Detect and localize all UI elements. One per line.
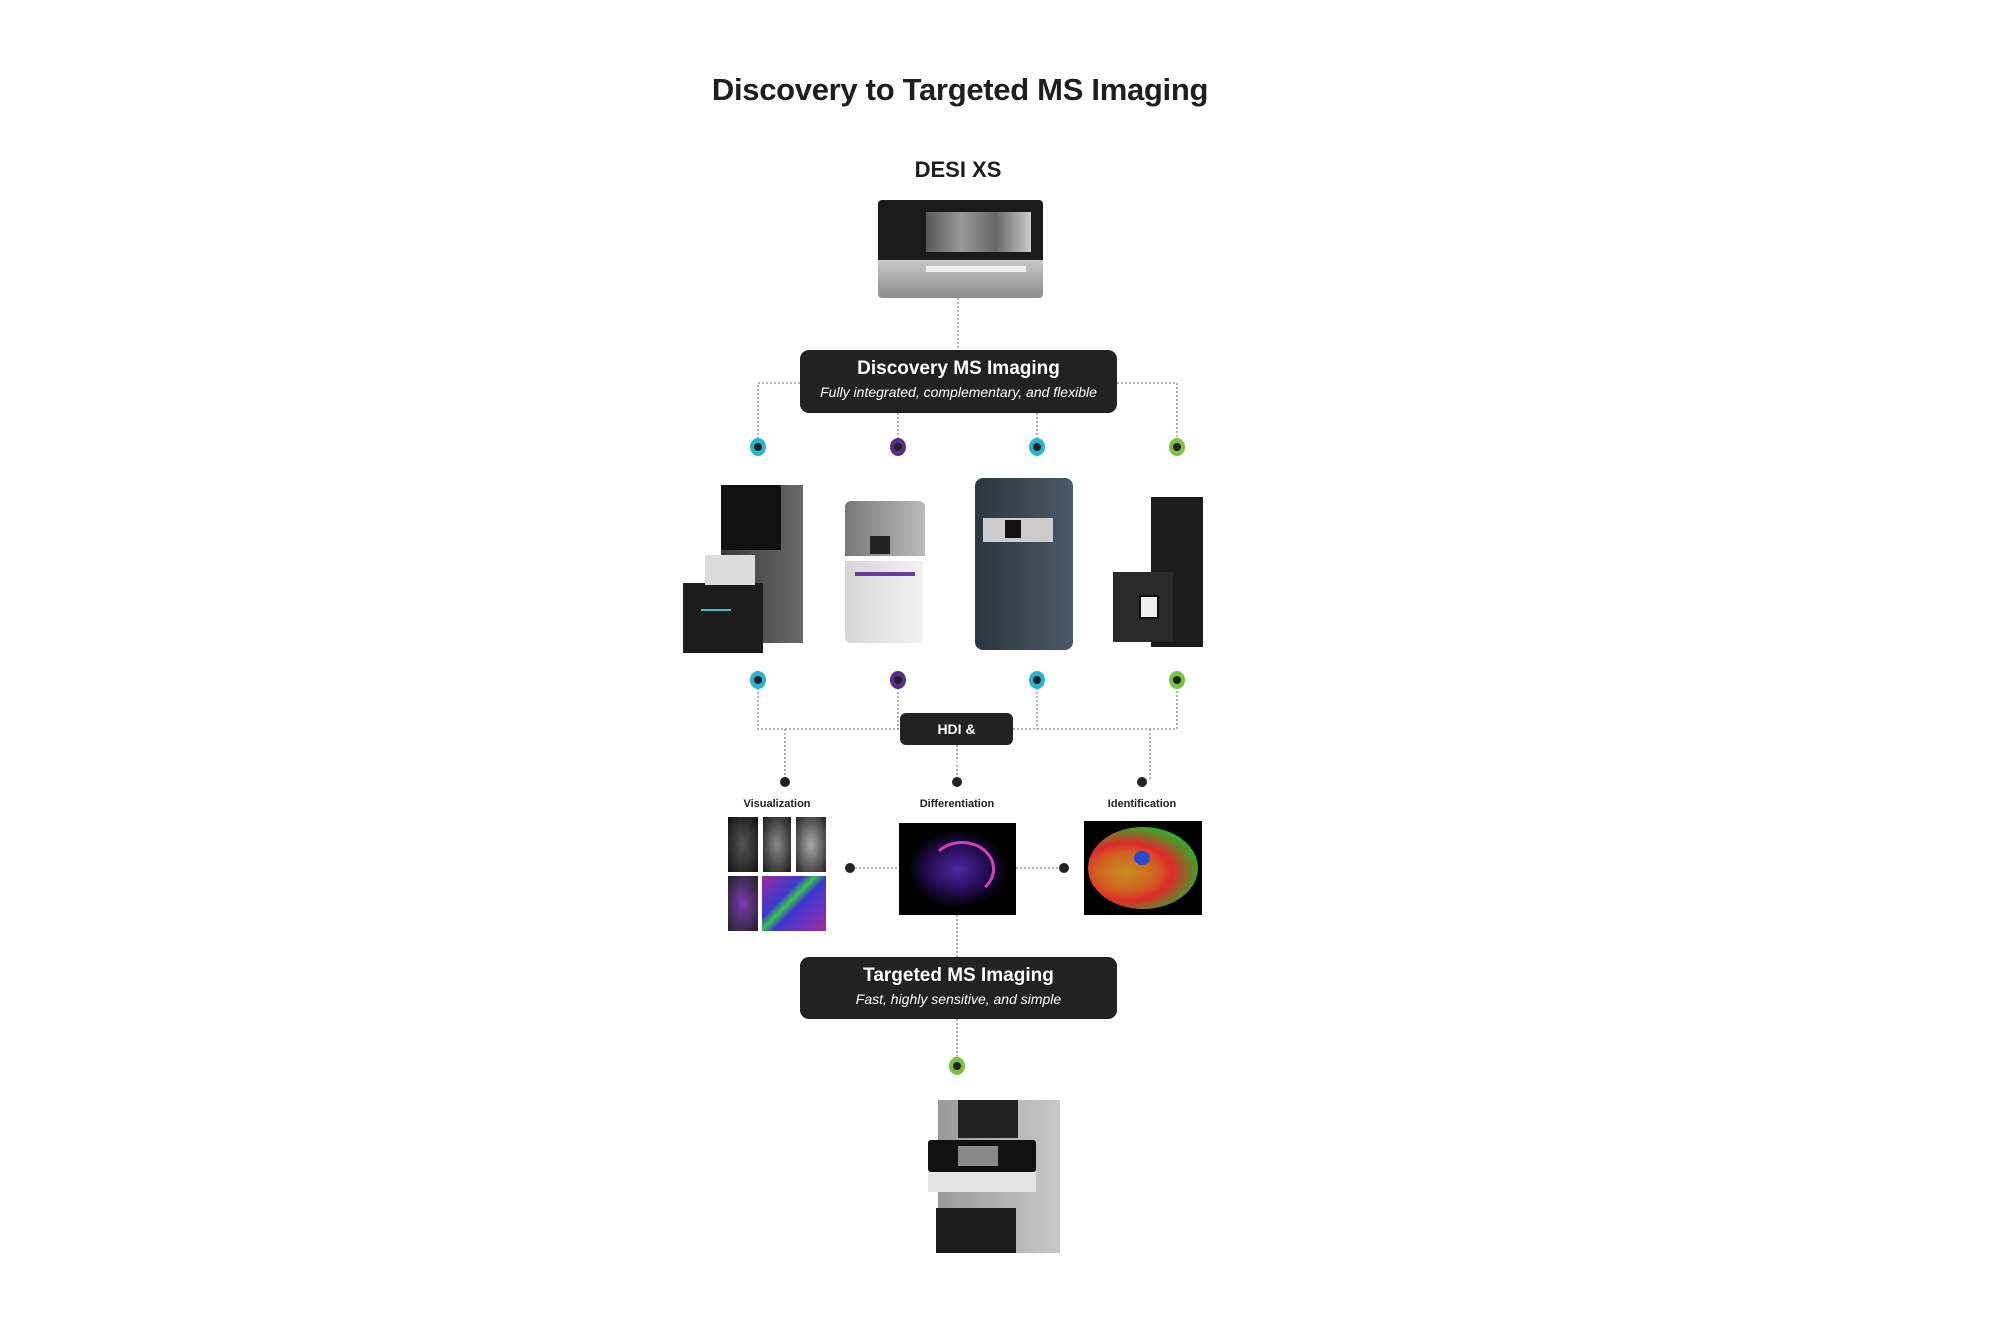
discovery-heading: Discovery MS Imaging [857, 358, 1060, 379]
visualization-label: Visualization [743, 798, 811, 810]
node-dot [845, 863, 855, 873]
purple-dot [890, 671, 906, 689]
node-dot [780, 777, 790, 787]
visualization-image-grid [728, 817, 826, 931]
targeted-subheading: Fast, highly sensitive, and simple [855, 991, 1062, 1007]
identification-label: Identification [1107, 798, 1177, 810]
differentiation-image [899, 823, 1016, 915]
node-dot [1137, 777, 1147, 787]
green-dot [1169, 671, 1185, 689]
node-dot [1059, 863, 1069, 873]
targeted-instrument-image [928, 1100, 1060, 1253]
differentiation-label: Differentiation [919, 798, 995, 810]
green-dot [949, 1057, 965, 1075]
green-dot [1169, 438, 1185, 456]
instrument-2-image [845, 476, 925, 643]
node-dot [952, 777, 962, 787]
instrument-3-image [975, 478, 1073, 650]
cyan-dot [1029, 671, 1045, 689]
purple-dot [890, 438, 906, 456]
cyan-dot [750, 671, 766, 689]
diagram-title: Discovery to Targeted MS Imaging [711, 72, 1209, 107]
instrument-4-image [1113, 497, 1203, 647]
cyan-dot [750, 438, 766, 456]
identification-image [1084, 821, 1202, 915]
instrument-1-image [683, 485, 803, 653]
discovery-ms-imaging-box: Discovery MS Imaging Fully integrated, c… [800, 350, 1117, 413]
targeted-ms-imaging-box: Targeted MS Imaging Fast, highly sensiti… [800, 957, 1117, 1019]
cyan-dot [1029, 438, 1045, 456]
desi-xs-label: DESI XS [914, 157, 1002, 182]
hdi-microapps-badge: HDI & MicroApps [900, 713, 1013, 769]
discovery-subheading: Fully integrated, complementary, and fle… [820, 384, 1097, 400]
targeted-heading: Targeted MS Imaging [863, 965, 1054, 986]
desi-xs-instrument-image [878, 200, 1043, 298]
